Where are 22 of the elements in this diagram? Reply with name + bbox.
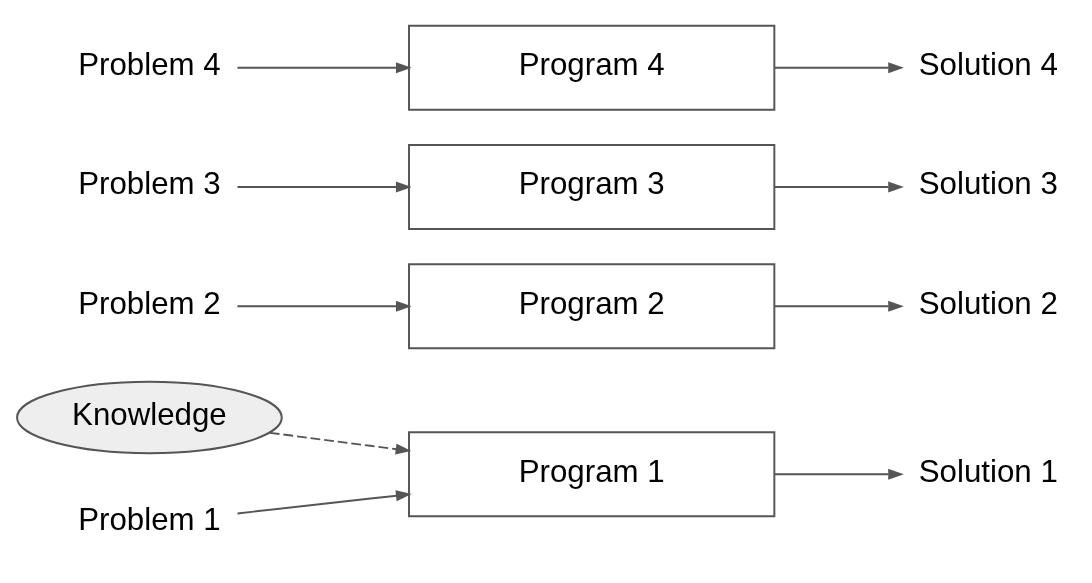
node-ellipse: Knowledge: [16, 380, 283, 454]
node-text: Problem 4: [78, 46, 221, 82]
arrow: [236, 181, 412, 192]
arrow: [773, 300, 904, 312]
arrow: [236, 300, 412, 312]
arrow: [236, 489, 412, 514]
node-text: Solution 3: [918, 165, 1058, 201]
arrow: [773, 468, 904, 480]
node-box: Program 2: [408, 262, 776, 349]
node-text: Problem 1: [78, 501, 221, 537]
arrow: [773, 181, 904, 192]
arrow: [773, 61, 904, 73]
node-text: Problem 3: [78, 165, 221, 201]
arrow: [269, 431, 412, 455]
node-box: Program 4: [408, 24, 776, 111]
arrow: [236, 61, 412, 73]
node-text: Problem 2: [78, 285, 221, 321]
node-box: Program 3: [408, 143, 776, 230]
node-text: Solution 1: [918, 453, 1058, 489]
node-text: Solution 4: [918, 46, 1058, 82]
node-box: Program 1: [408, 430, 776, 517]
node-text: Solution 2: [918, 285, 1058, 321]
